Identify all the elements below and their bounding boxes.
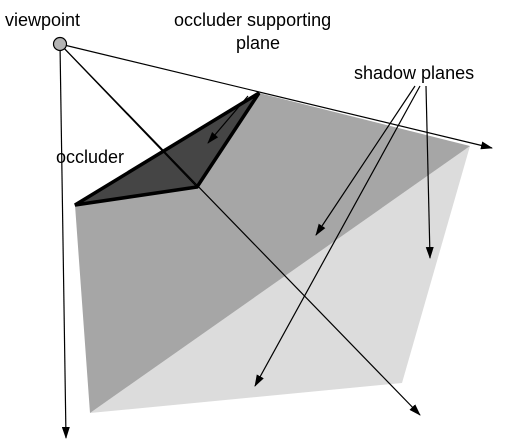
shadow-planes-pointer-1 [315,85,416,236]
viewpoint-label: viewpoint [5,10,80,30]
occluder-plane-label-line2: plane [236,33,280,53]
occluder-plane-label-line1: occluder supporting [174,10,331,30]
ray-to-right [59,43,493,150]
ray-to-bottom [59,43,70,439]
shadow-planes-label: shadow planes [354,63,474,83]
shadow-plane-mid [75,93,470,413]
ray-through-occluder [59,43,198,188]
shadow-planes-pointer-3 [425,85,434,259]
shadow-planes-pointer-2 [254,85,421,387]
occluder-label: occluder [56,147,124,167]
viewpoint-marker [52,36,68,52]
occluder-plane-pointer [207,95,249,144]
occluder-triangle [74,91,261,207]
